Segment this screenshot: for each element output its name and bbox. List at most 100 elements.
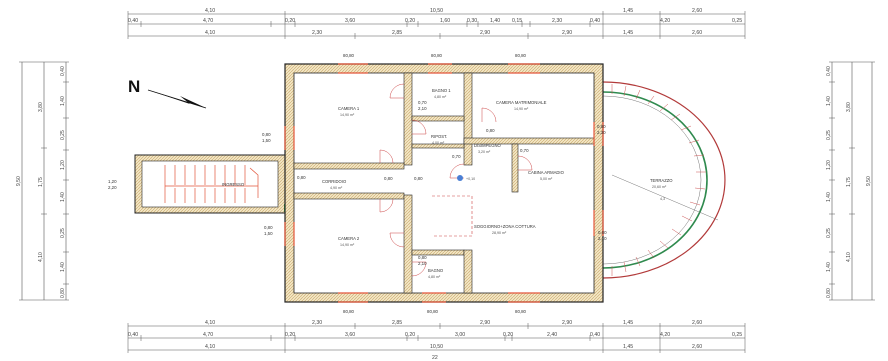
open-right-2b: 2,10 — [598, 236, 607, 241]
win-bot-1: 80,80 — [343, 309, 355, 314]
dim-left-inner-f: 0,25 — [60, 228, 66, 238]
camera-matrimoniale-area: 14,90 m² — [514, 107, 529, 111]
north-arrow: N — [128, 77, 207, 109]
dim-left-inner-g: 1,40 — [60, 262, 66, 272]
dim-bot-r1-d: 2,90 — [480, 320, 490, 326]
main-building: +0,10 CAMERA 1 14,90 m² BAGNO 1 4,80 m² … — [262, 53, 607, 314]
corridoio-area: 4,90 m² — [330, 186, 343, 190]
terrace-outline: 4,3 TERRAZZO 20,60 m² — [602, 81, 726, 279]
dim-right-inner-a: 0,40 — [826, 66, 832, 76]
open-right-1b: 2,30 — [597, 130, 606, 135]
camera2-label: CAMERA 2 — [338, 236, 360, 241]
win-top-3: 80,80 — [515, 53, 527, 58]
dim-top-r2-j: 2,30 — [552, 18, 562, 24]
dim-bot-r3-c: 1,45 — [623, 344, 633, 350]
dim-top-r2-g: 0,30 — [467, 18, 477, 24]
dim-bot-r1-a: 4,10 — [205, 320, 215, 326]
open-left-1b: 1,50 — [262, 138, 271, 143]
bagno2-label: BAGNO — [428, 268, 444, 273]
dim-bot-r3-b: 10,50 — [430, 344, 443, 350]
dim-top-r2-d: 3,60 — [345, 18, 355, 24]
bagno2-area: 4,80 m² — [428, 275, 441, 279]
win-top-1: 80,80 — [343, 53, 355, 58]
ingresso-label: INGRESSO — [222, 182, 245, 187]
dim-bot-r1-e: 2,90 — [562, 320, 572, 326]
soggiorno-label: SOGGIORNO+ZONA COTTURA — [474, 224, 536, 229]
open-left-2b: 1,50 — [264, 231, 273, 236]
dim-top-r1-a: 4,10 — [205, 8, 215, 14]
dim-right-inner-c: 0,25 — [826, 130, 832, 140]
dim-top-r2-c: 0,20 — [285, 18, 295, 24]
entrance-door-dim: 1,20 — [108, 179, 117, 184]
right-dimension-labels: 9,50 3,80 1,75 4,10 0,40 1,40 0,25 1,20 … — [826, 66, 872, 298]
door-corr-2: 0,80 — [384, 176, 393, 181]
dim-left-inner-a: 0,40 — [60, 66, 66, 76]
dim-top-r3-f: 1,45 — [623, 30, 633, 36]
door-bagno1-b: 2,10 — [418, 106, 427, 111]
dim-left-outer: 9,50 — [16, 176, 22, 186]
dim-left-inner-c: 0,25 — [60, 130, 66, 140]
dim-top-r2-l: 4,20 — [660, 18, 670, 24]
door-bagno1: 0,70 — [418, 100, 427, 105]
north-label: N — [128, 77, 140, 96]
dim-top-r1-d: 2,60 — [692, 8, 702, 14]
dim-bot-r1-c: 2,85 — [392, 320, 402, 326]
dim-left-mid-c: 4,10 — [38, 252, 44, 262]
dim-bot-r2-h: 2,40 — [547, 332, 557, 338]
dim-top-r3-g: 2,60 — [692, 30, 702, 36]
dim-top-r2-f: 1,60 — [440, 18, 450, 24]
bagno1-label: BAGNO 1 — [432, 88, 451, 93]
right-dimension-lines — [829, 61, 875, 301]
dim-bot-r3-a: 4,10 — [205, 344, 215, 350]
dim-top-r2-h: 1,40 — [490, 18, 500, 24]
camera1-label: CAMERA 1 — [338, 106, 360, 111]
win-bot-2: 80,80 — [427, 309, 439, 314]
soggiorno-area: 28,90 m² — [492, 231, 507, 235]
open-right-2: 0,80 — [598, 230, 607, 235]
left-dimension-lines — [19, 61, 69, 301]
win-top-2: 80,80 — [431, 53, 443, 58]
dim-left-mid-a: 3,80 — [38, 102, 44, 112]
dim-left-mid-b: 1,75 — [38, 177, 44, 187]
dim-right-inner-d: 1,20 — [826, 160, 832, 170]
top-dimension-lines — [127, 11, 746, 39]
door-corr-1: 0,80 — [297, 175, 306, 180]
dim-bot-r2-b: 4,70 — [203, 332, 213, 338]
disimpegno-area: 3,20 m² — [478, 150, 491, 154]
dim-right-inner-h: 0,80 — [826, 288, 832, 298]
dim-top-r2-a: 0,40 — [128, 18, 138, 24]
dim-bot-r1-f: 1,45 — [623, 320, 633, 326]
door-ripost: 0,70 — [452, 154, 461, 159]
door-bagno2-b: 2,10 — [418, 261, 427, 266]
camera-matrimoniale-label: CAMERA MATRIMONIALE — [496, 100, 547, 105]
dim-bot-r2-k: 0,25 — [732, 332, 742, 338]
dim-top-r2-i: 0,15 — [512, 18, 522, 24]
dim-right-inner-e: 1,40 — [826, 192, 832, 202]
dim-left-inner-h: 0,80 — [60, 288, 66, 298]
entrance-block: INGRESSO 1,20 2,20 — [108, 154, 290, 214]
top-dimension-labels: 4,10 10,50 1,45 2,60 0,40 4,70 0,20 3,60… — [128, 8, 742, 36]
dim-top-r1-c: 1,45 — [623, 8, 633, 14]
open-left-1: 0,80 — [262, 132, 271, 137]
ripost-area: 4,00 m² — [432, 141, 445, 145]
bagno1-area: 4,80 m² — [434, 95, 447, 99]
dim-bot-r2-e: 0,20 — [405, 332, 415, 338]
bottom-dimension-labels: 4,10 2,30 2,85 2,90 2,90 1,45 2,60 0,40 … — [128, 320, 742, 361]
dim-bot-r2-c: 0,20 — [285, 332, 295, 338]
dim-bot-r1-b: 2,30 — [312, 320, 322, 326]
dim-bot-r1-g: 2,60 — [692, 320, 702, 326]
door-disimpegno: 0,80 — [486, 128, 495, 133]
win-bot-3: 80,80 — [515, 309, 527, 314]
dim-top-r3-c: 2,85 — [392, 30, 402, 36]
dim-top-r3-b: 2,30 — [312, 30, 322, 36]
camera1-area: 14,90 m² — [340, 113, 355, 117]
cabina-armadio-area: 5,00 m² — [540, 177, 553, 181]
disimpegno-label: DISIMPEGNO — [474, 143, 501, 148]
dim-bot-r2-a: 0,40 — [128, 332, 138, 338]
dim-bot-r2-f: 3,00 — [455, 332, 465, 338]
level-mark-icon — [457, 175, 463, 181]
dim-right-mid-a: 3,80 — [846, 102, 852, 112]
dim-left-inner-e: 1,40 — [60, 192, 66, 202]
dim-right-outer: 9,50 — [866, 176, 872, 186]
